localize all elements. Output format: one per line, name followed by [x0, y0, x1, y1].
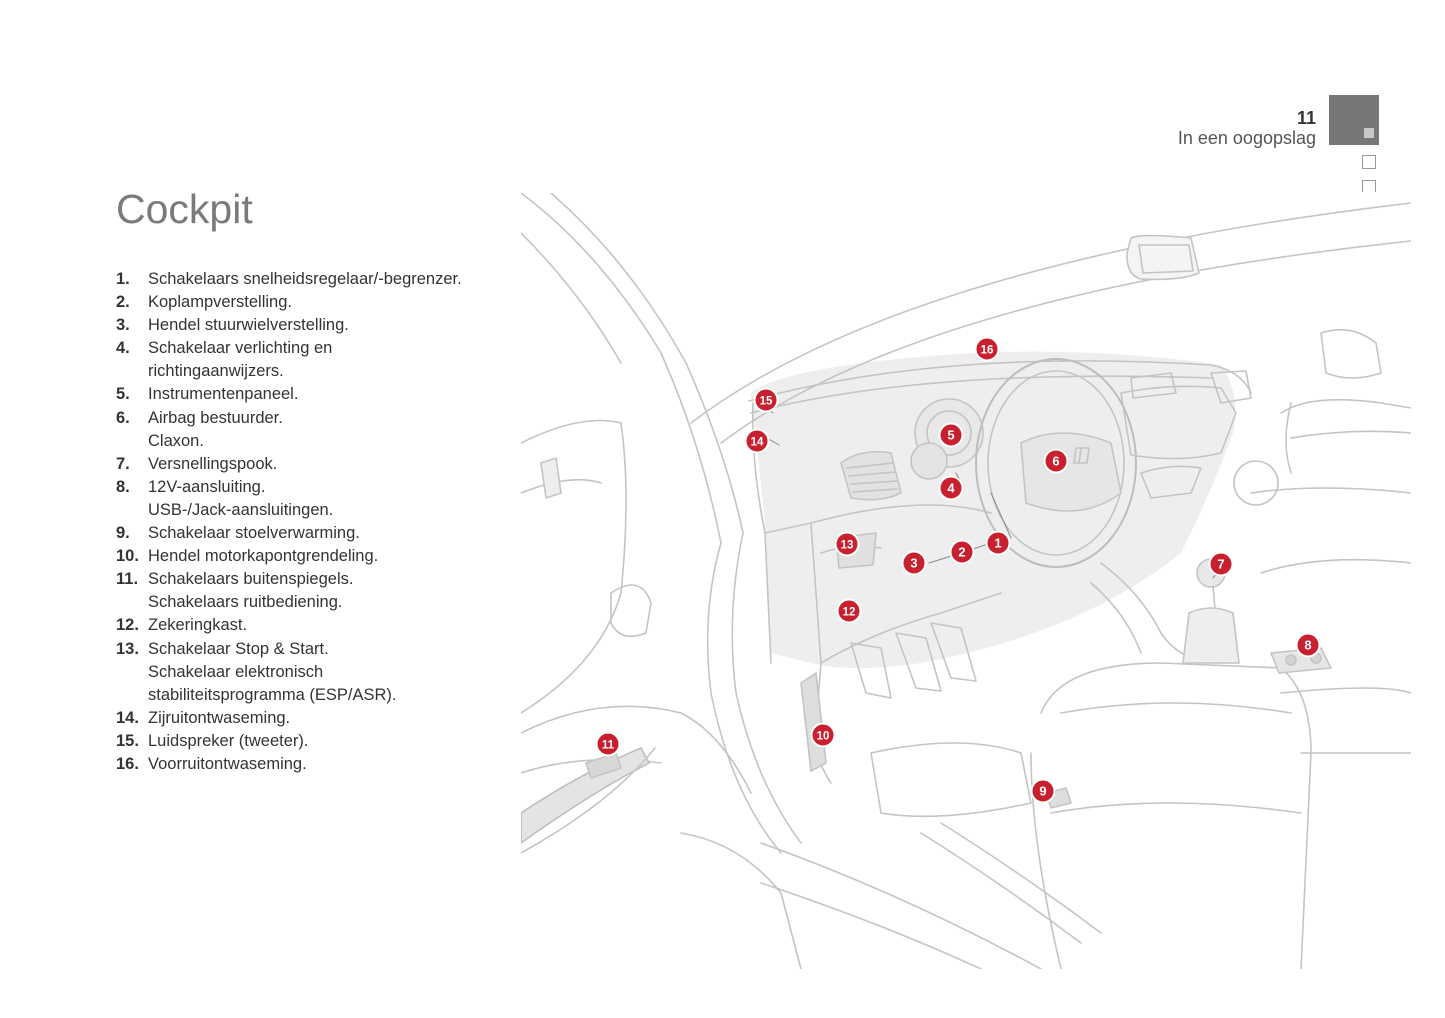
callout-13: 13: [834, 531, 860, 557]
callout-label: 4: [947, 481, 955, 496]
item-number: 14.: [116, 708, 139, 727]
callout-9: 9: [1030, 778, 1056, 804]
callout-label: 9: [1039, 784, 1046, 799]
page-title: Cockpit: [116, 186, 253, 232]
list-item: 15. Luidspreker (tweeter).: [116, 730, 462, 753]
callout-label: 7: [1217, 557, 1224, 572]
item-number: 12.: [116, 616, 139, 635]
item-text: Hendel stuurwielverstelling.: [148, 316, 349, 335]
callout-8: 8: [1295, 632, 1321, 658]
item-text: Schakelaar elektronisch: [148, 662, 324, 681]
item-number: 1.: [116, 270, 130, 288]
callout-5: 5: [938, 422, 964, 448]
list-item: 5. Instrumentenpaneel.: [116, 383, 462, 406]
item-number: 10.: [116, 547, 139, 566]
callout-11: 11: [595, 731, 621, 757]
chapter-tab-box: [1362, 180, 1376, 192]
callout-label: 15: [760, 396, 773, 408]
list-item: 13. Schakelaar Stop & Start. Schakelaar el…: [116, 638, 462, 707]
list-item: 14. Zijruitontwaseming.: [116, 707, 462, 730]
item-text: Airbag bestuurder.: [148, 408, 283, 427]
item-number: 8.: [116, 477, 130, 496]
chapter-tab-box: [1362, 155, 1376, 169]
section-title: In een oogopslag: [1177, 128, 1316, 148]
item-text: Hendel motorkapontgrendeling.: [148, 547, 379, 566]
item-number: 11.: [116, 570, 139, 589]
callout-label: 11: [602, 740, 615, 752]
legend-list: 1. Schakelaars snelheidsregelaar/-begrenz…: [116, 268, 462, 776]
item-text: Schakelaars ruitbediening.: [148, 593, 343, 612]
list-item: 1. Schakelaars snelheidsregelaar/-begrenz…: [116, 268, 462, 291]
callout-label: 6: [1052, 454, 1059, 469]
item-text: Schakelaars snelheidsregelaar/-begrenzer…: [148, 270, 462, 288]
item-text: Schakelaar stoelverwarming.: [148, 524, 360, 543]
callout-label: 8: [1304, 638, 1311, 653]
item-text: USB-/Jack-aansluitingen.: [148, 500, 334, 519]
item-number: 3.: [116, 316, 130, 335]
callout-label: 12: [843, 607, 856, 619]
item-text: Schakelaars buitenspiegels.: [148, 570, 354, 589]
item-text: Schakelaar verlichting en: [148, 339, 333, 358]
item-number: 2.: [116, 293, 130, 312]
callout-2: 2: [949, 539, 975, 565]
callout-label: 2: [958, 545, 965, 560]
list-item: 8. 12V-aansluiting. USB-/Jack-aansluitinge…: [116, 476, 462, 522]
list-item: 4. Schakelaar verlichting en richtingaanwi…: [116, 337, 462, 383]
list-item: 9. Schakelaar stoelverwarming.: [116, 522, 462, 545]
item-number: 6.: [116, 408, 130, 427]
list-item: 7. Versnellingspook.: [116, 453, 462, 476]
callout-3: 3: [901, 550, 927, 576]
list-item: 2. Koplampverstelling.: [116, 291, 462, 314]
callout-16: 16: [974, 336, 1000, 362]
item-text: Luidspreker (tweeter).: [148, 731, 309, 750]
chapter-tab-marker: [1364, 128, 1374, 138]
callout-4: 4: [938, 475, 964, 501]
callout-1: 1: [985, 530, 1011, 556]
item-number: 13.: [116, 639, 139, 658]
item-number: 4.: [116, 339, 130, 358]
list-item: 12. Zekeringkast.: [116, 614, 462, 637]
page-number: 11: [1296, 108, 1316, 128]
item-number: 5.: [116, 385, 130, 404]
list-item: 6. Airbag bestuurder. Claxon.: [116, 407, 462, 453]
callout-label: 13: [841, 540, 854, 552]
callout-label: 10: [817, 731, 830, 743]
callout-15: 15: [753, 387, 779, 413]
item-text: Versnellingspook.: [148, 454, 278, 473]
item-text: Claxon.: [148, 431, 204, 450]
callout-label: 1: [994, 536, 1001, 551]
item-text: Koplampverstelling.: [148, 293, 292, 312]
list-item: 11. Schakelaars buitenspiegels. Schakelaar…: [116, 568, 462, 614]
item-text: Instrumentenpaneel.: [148, 385, 299, 404]
callout-label: 3: [910, 556, 917, 571]
list-item: 10. Hendel motorkapontgrendeling.: [116, 545, 462, 568]
item-text: Schakelaar Stop & Start.: [148, 639, 329, 658]
item-text: Zekeringkast.: [148, 616, 248, 635]
item-number: 16.: [116, 754, 139, 773]
list-item: 16. Voorruitontwaseming.: [116, 753, 462, 776]
item-text: Voorruitontwaseming.: [148, 754, 307, 773]
item-text: 12V-aansluiting.: [148, 477, 266, 496]
callout-7: 7: [1208, 551, 1234, 577]
item-number: 15.: [116, 731, 139, 750]
item-number: 7.: [116, 454, 130, 473]
list-item: 3. Hendel stuurwielverstelling.: [116, 314, 462, 337]
callout-label: 16: [981, 345, 994, 357]
callout-10: 10: [810, 722, 836, 748]
callout-12: 12: [836, 598, 862, 624]
callout-6: 6: [1043, 448, 1069, 474]
callout-label: 5: [947, 428, 954, 443]
item-text: Zijruitontwaseming.: [148, 708, 291, 727]
callout-label: 14: [751, 437, 764, 449]
item-text: stabiliteitsprogramma (ESP/ASR).: [148, 685, 397, 704]
item-number: 9.: [116, 524, 130, 543]
item-text: richtingaanwijzers.: [148, 362, 284, 381]
callout-14: 14: [744, 428, 770, 454]
